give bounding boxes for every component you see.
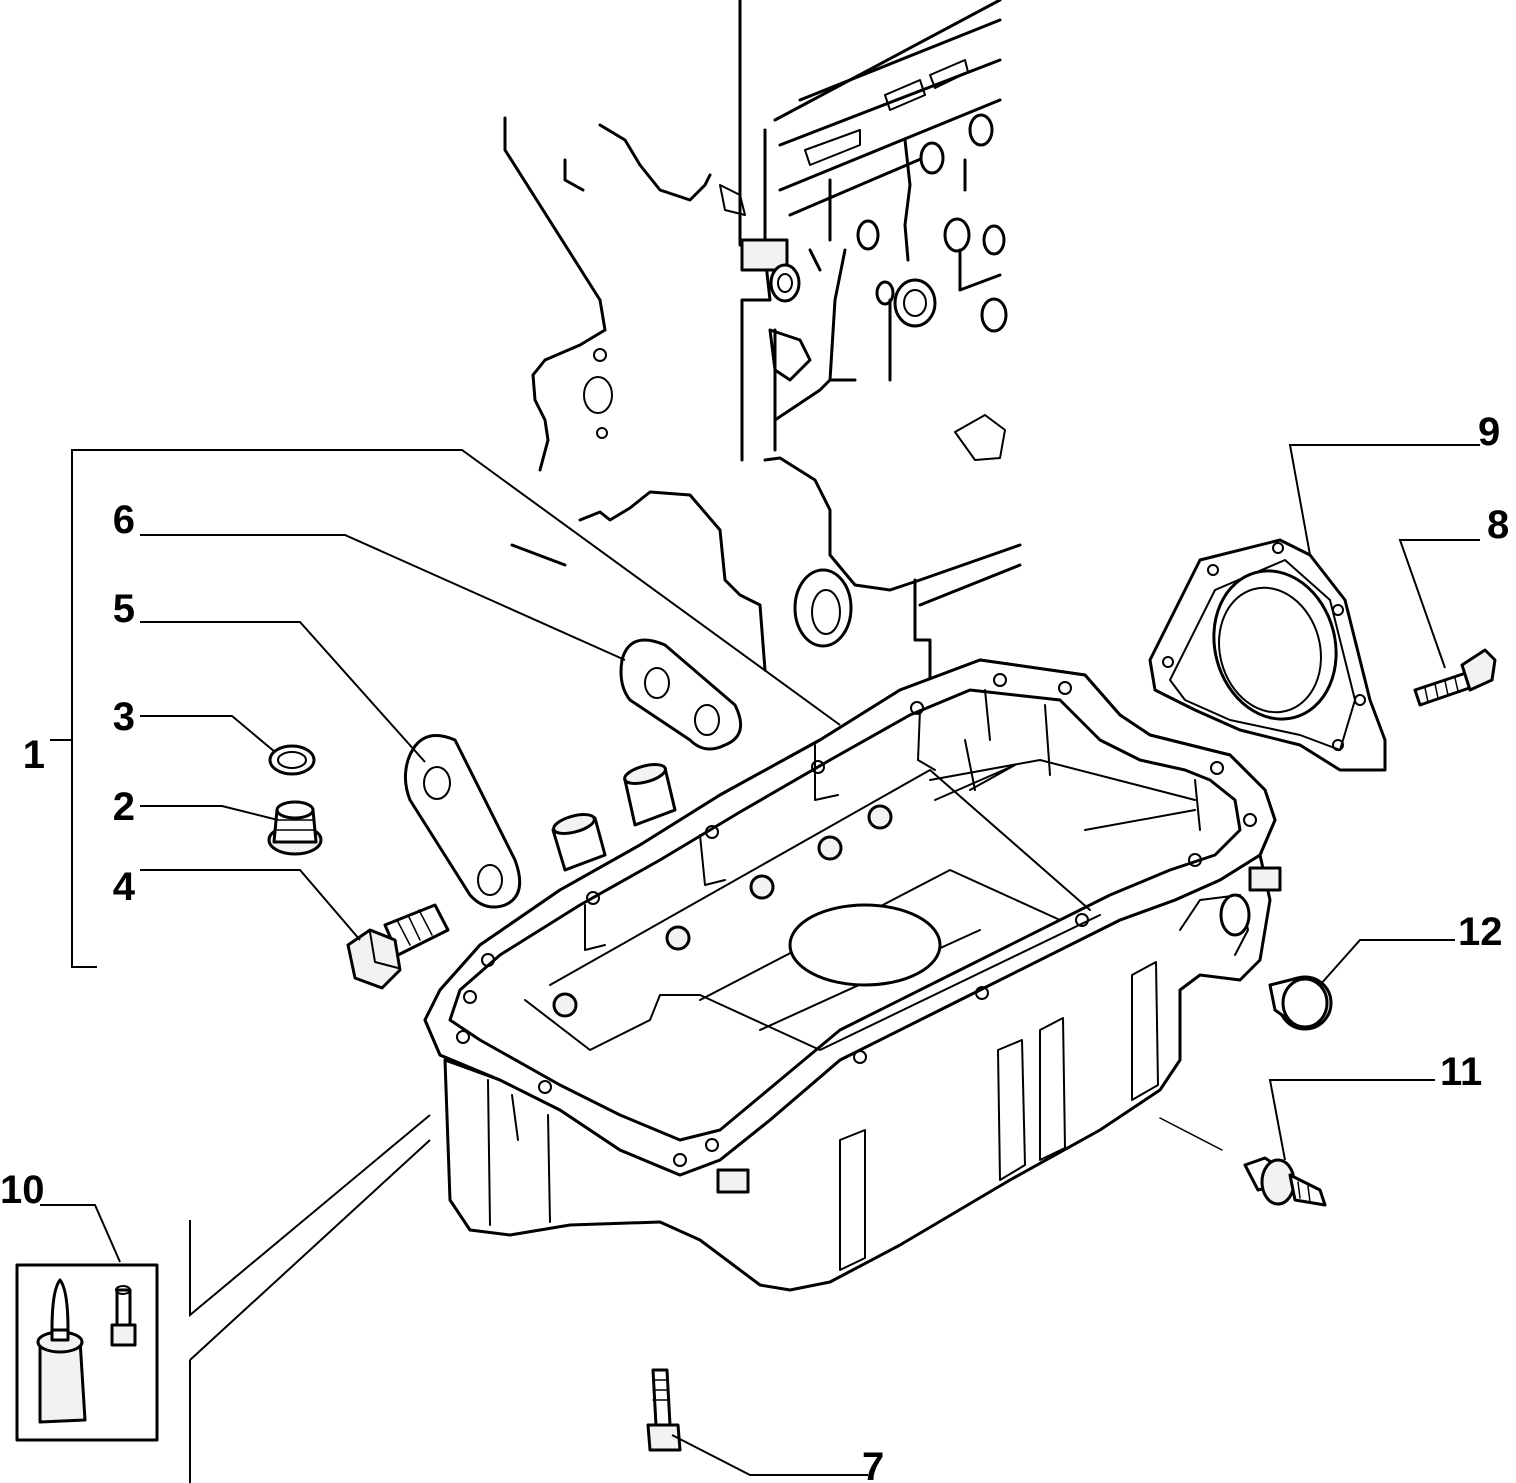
callout-5: 5 [113, 587, 135, 631]
bushings [551, 763, 677, 872]
callout-labels: 1 2 3 4 5 6 7 8 9 10 11 12 [0, 410, 1509, 1483]
oil-pan [423, 658, 1282, 1292]
callout-1: 1 [23, 733, 45, 777]
callout-3: 3 [113, 695, 135, 739]
callout-2: 2 [113, 785, 135, 829]
bolt-part-7 [646, 1368, 682, 1452]
plug-part-2 [267, 800, 323, 856]
plate-part-6 [619, 638, 743, 751]
callout-12: 12 [1458, 910, 1503, 954]
rear-seal-carrier [1148, 538, 1387, 772]
leader-lines [40, 444, 1480, 1483]
bolt-part-8 [1413, 648, 1497, 707]
plug-part-12 [1268, 975, 1333, 1031]
bolt-part-4 [346, 903, 450, 990]
callout-8: 8 [1487, 503, 1509, 547]
washer-part-3 [268, 744, 316, 776]
callout-9: 9 [1478, 410, 1500, 454]
callout-6: 6 [113, 498, 135, 542]
engine-block [503, 0, 1022, 682]
callout-11: 11 [1440, 1050, 1482, 1094]
callout-10: 10 [0, 1168, 45, 1212]
sealant-kit-part-10 [15, 1263, 159, 1442]
callout-4: 4 [113, 865, 136, 909]
fitting-part-11 [1243, 1156, 1327, 1207]
pan-floor-bolts [552, 804, 893, 1018]
callout-7: 7 [862, 1445, 884, 1483]
flange-holes [456, 673, 1257, 1167]
plate-part-5 [403, 734, 522, 909]
